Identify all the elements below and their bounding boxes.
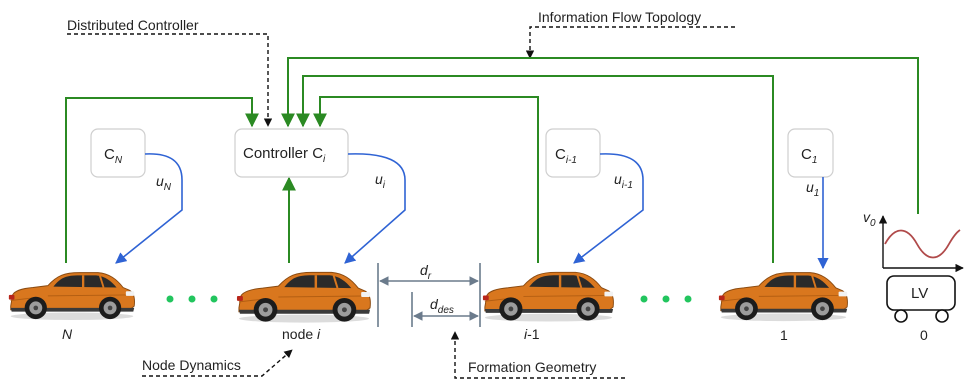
ellipsis-dots-left bbox=[166, 295, 218, 303]
svg-text:Controller Ci: Controller Ci bbox=[243, 145, 326, 165]
info-flow-from-node-N bbox=[65, 97, 259, 263]
controller-ci: Controller Ci bbox=[234, 128, 349, 178]
vehicle-N bbox=[7, 271, 136, 322]
vehicle-i-label: node i bbox=[282, 326, 321, 342]
ellipsis-dots-right bbox=[640, 295, 692, 303]
control-input-ui-label: ui bbox=[375, 171, 386, 191]
control-input-ui-arrow bbox=[344, 153, 406, 264]
distributed-controller-label: Distributed Controller bbox=[67, 17, 199, 33]
vehicle-i-minus-1-label: i-1 bbox=[524, 326, 540, 342]
control-input-uN-label: uN bbox=[156, 173, 172, 193]
node-dynamics-label: Node Dynamics bbox=[142, 357, 241, 373]
leader-vehicle-box bbox=[886, 275, 956, 311]
information-flow-topology-pointer bbox=[525, 26, 735, 59]
leader-vehicle-label: LV bbox=[911, 285, 928, 302]
info-flow-from-node-1 bbox=[296, 75, 774, 263]
spacing-ddes-label: ddes bbox=[430, 296, 454, 316]
leader-velocity-label: v0 bbox=[863, 209, 876, 229]
leader-wheel-right bbox=[935, 309, 949, 323]
vehicle-1-label: 1 bbox=[780, 327, 788, 343]
node-dynamics-pointer bbox=[142, 349, 293, 377]
vehicle-i bbox=[235, 271, 372, 324]
control-input-ui-minus-1-label: ui-1 bbox=[614, 171, 633, 191]
vehicle-i-minus-1 bbox=[481, 271, 615, 323]
control-input-u1-label: u1 bbox=[806, 179, 819, 199]
vehicle-N-label: N bbox=[62, 326, 73, 342]
vehicle-1 bbox=[717, 271, 849, 323]
distributed-controller-pointer bbox=[67, 33, 273, 127]
info-flow-from-leader bbox=[281, 57, 919, 214]
leader-velocity-signal bbox=[884, 229, 961, 259]
formation-geometry-label: Formation Geometry bbox=[468, 359, 596, 375]
controller-ci-minus-1: Ci-1 bbox=[545, 128, 601, 178]
leader-vehicle: v0 LV bbox=[863, 209, 964, 323]
control-input-uN-arrow bbox=[115, 153, 183, 264]
controller-c1: C1 bbox=[787, 128, 834, 178]
svg-text:CN: CN bbox=[104, 146, 123, 166]
vehicle-0-label: 0 bbox=[920, 327, 928, 343]
formation-geometry-pointer bbox=[450, 331, 625, 379]
info-flow-from-node-i-1 bbox=[313, 96, 539, 263]
leader-wheel-left bbox=[894, 309, 908, 323]
information-flow-topology-label: Information Flow Topology bbox=[538, 9, 701, 25]
controller-cN: CN bbox=[90, 128, 146, 178]
spacing-dr-label: dr bbox=[420, 262, 432, 282]
svg-text:C1: C1 bbox=[801, 146, 817, 166]
svg-text:Ci-1: Ci-1 bbox=[555, 146, 577, 166]
control-input-ui-minus-1-arrow bbox=[573, 153, 644, 264]
